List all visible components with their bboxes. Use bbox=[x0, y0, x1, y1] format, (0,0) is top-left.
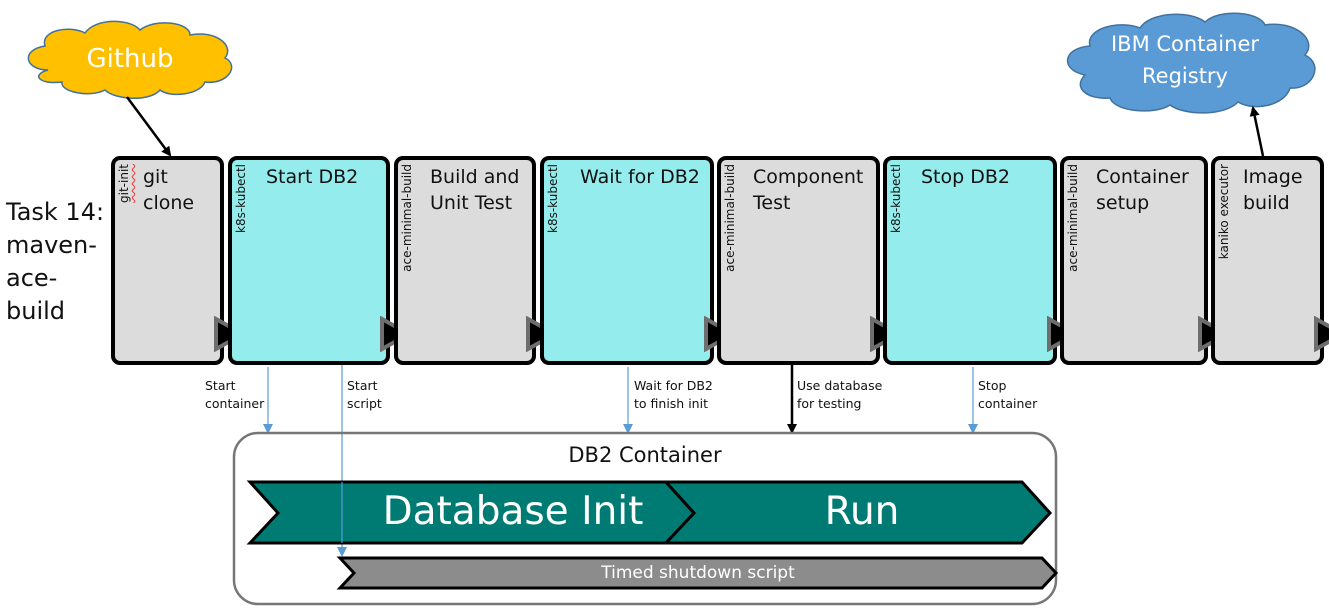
stage-5[interactable]: ace-minimal-build Component Test bbox=[717, 156, 880, 365]
stage-2[interactable]: k8s-kubectl Start DB2 bbox=[228, 156, 390, 365]
stage-title: Image build bbox=[1243, 166, 1303, 214]
build-to-registry-arrow bbox=[1249, 106, 1265, 157]
stage-3[interactable]: ace-minimal-build Build and Unit Test bbox=[394, 156, 536, 365]
run-chevron bbox=[662, 480, 1053, 545]
annotation-label: Use database for testing bbox=[797, 378, 883, 411]
registry-cloud bbox=[1066, 12, 1316, 114]
stage-image-label: ace-minimal-build bbox=[723, 164, 737, 272]
stage-image-label: ace-minimal-build bbox=[400, 164, 414, 272]
stage-image-label: ace-minimal-build bbox=[1066, 164, 1080, 272]
github-to-clone-arrow bbox=[125, 96, 172, 157]
annotation-label: Start script bbox=[347, 378, 382, 411]
annotation-label: Start container bbox=[205, 378, 265, 411]
stage-image-label: kaniko executor bbox=[1217, 164, 1231, 260]
play-icon bbox=[1314, 316, 1329, 352]
timed-shutdown-chevron bbox=[336, 556, 1059, 590]
db2-container-title: DB2 Container bbox=[568, 443, 722, 467]
run-label: Run bbox=[824, 489, 900, 534]
stage-image-label: k8s-kubectl bbox=[889, 164, 903, 233]
stage-image-label: git-init bbox=[117, 164, 131, 203]
database-init-label: Database Init bbox=[382, 489, 644, 534]
stage-image-label: k8s-kubectl bbox=[234, 164, 248, 233]
stage-1[interactable]: git-init git clone bbox=[111, 156, 224, 365]
registry-label: IBM Container Registry bbox=[1110, 32, 1259, 88]
stage-image-label: k8s-kubectl bbox=[546, 164, 560, 233]
task-label: Task 14: maven- ace- build bbox=[6, 198, 105, 325]
stage-title: Start DB2 bbox=[266, 166, 359, 188]
db2-container-box bbox=[232, 431, 1058, 606]
github-label: Github bbox=[86, 44, 174, 74]
stage-8[interactable]: kaniko executor Image build bbox=[1211, 156, 1324, 365]
stage-title: Stop DB2 bbox=[921, 166, 1010, 188]
stage-4[interactable]: k8s-kubectl Wait for DB2 bbox=[540, 156, 714, 365]
stage-title: Component Test bbox=[753, 166, 864, 214]
stage-title: Wait for DB2 bbox=[580, 166, 700, 188]
annotation-label: Wait for DB2 to finish init bbox=[634, 378, 713, 411]
annotation-label: Stop container bbox=[978, 378, 1038, 411]
github-cloud bbox=[27, 20, 233, 99]
stage-title: git clone bbox=[143, 166, 195, 214]
timed-shutdown-label: Timed shutdown script bbox=[601, 563, 795, 583]
stage-title: Container setup bbox=[1096, 166, 1189, 214]
stage-7[interactable]: ace-minimal-build Container setup bbox=[1060, 156, 1208, 365]
stage-title: Build and Unit Test bbox=[430, 166, 520, 214]
stage-6[interactable]: k8s-kubectl Stop DB2 bbox=[883, 156, 1057, 365]
